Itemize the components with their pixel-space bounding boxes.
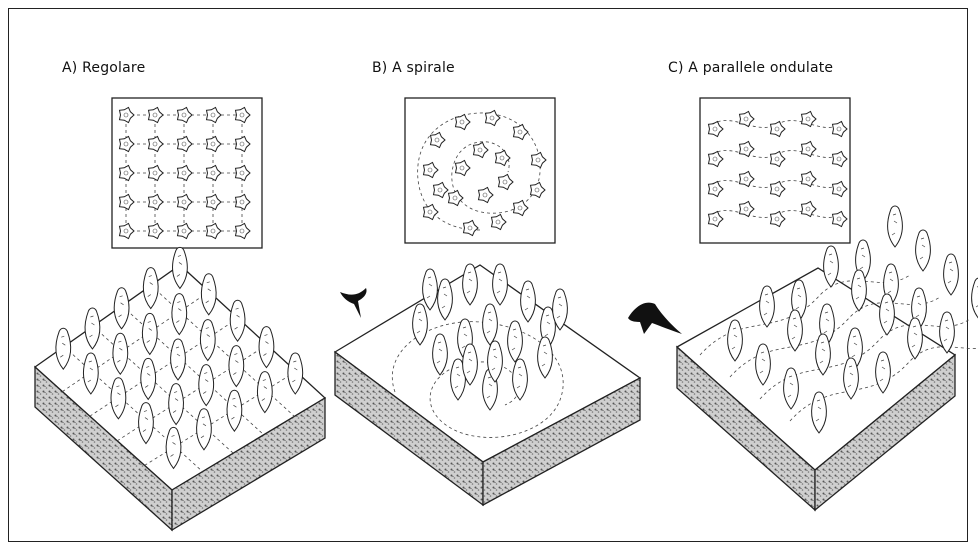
- shrub-icon: [207, 136, 222, 151]
- shrub-icon: [709, 181, 724, 196]
- shrub-icon: [802, 201, 817, 216]
- shrub-icon: [771, 181, 786, 196]
- shrub-icon: [740, 201, 755, 216]
- shrub-icon: [464, 220, 479, 235]
- shrub-icon: [486, 110, 501, 125]
- shrub-icon: [514, 200, 529, 215]
- shrub-icon: [802, 111, 817, 126]
- shrub-icon: [178, 223, 193, 238]
- shrub-icon: [207, 165, 222, 180]
- shrub-icon: [771, 211, 786, 226]
- shrub-icon: [120, 107, 135, 122]
- shrub-icon: [178, 136, 193, 151]
- shrub-icon: [709, 151, 724, 166]
- plan-c-wavy: [709, 111, 848, 226]
- bird-icon: [628, 303, 682, 334]
- shrub-icon: [178, 107, 193, 122]
- shrub-icon: [149, 165, 164, 180]
- shrub-icon: [120, 194, 135, 209]
- shrub-icon: [771, 121, 786, 136]
- shrub-icon: [833, 151, 848, 166]
- shrub-icon: [802, 141, 817, 156]
- shrub-icon: [833, 181, 848, 196]
- shrub-icon: [740, 111, 755, 126]
- tree-icon: [944, 254, 959, 295]
- shrub-icon: [431, 132, 446, 147]
- shrub-icon: [236, 136, 251, 151]
- shrub-icon: [833, 121, 848, 136]
- shrub-icon: [424, 204, 439, 219]
- shrub-icon: [120, 223, 135, 238]
- shrub-icon: [149, 194, 164, 209]
- shrub-icon: [532, 152, 547, 167]
- shrub-icon: [531, 182, 546, 197]
- shrub-icon: [236, 107, 251, 122]
- shrub-icon: [149, 107, 164, 122]
- shrub-icon: [833, 211, 848, 226]
- shrub-icon: [802, 171, 817, 186]
- shrub-icon: [474, 142, 489, 157]
- shrub-icon: [709, 211, 724, 226]
- shrub-icon: [178, 165, 193, 180]
- shrub-icon: [434, 182, 449, 197]
- shrub-icon: [492, 214, 507, 229]
- shrub-icon: [449, 190, 464, 205]
- tree-icon: [916, 230, 931, 271]
- shrub-icon: [236, 194, 251, 209]
- plan-a-grid: [120, 107, 251, 238]
- shrub-icon: [236, 223, 251, 238]
- shrub-icon: [236, 165, 251, 180]
- shrub-icon: [499, 174, 514, 189]
- shrub-icon: [207, 107, 222, 122]
- shrub-icon: [120, 165, 135, 180]
- shrub-icon: [709, 121, 724, 136]
- tree-icon: [888, 206, 903, 247]
- shrub-icon: [456, 160, 471, 175]
- shrub-icon: [496, 150, 511, 165]
- shrub-icon: [120, 136, 135, 151]
- shrub-icon: [207, 223, 222, 238]
- shrub-icon: [207, 194, 222, 209]
- shrub-icon: [514, 124, 529, 139]
- shrub-icon: [740, 171, 755, 186]
- shrub-icon: [149, 223, 164, 238]
- shrub-icon: [456, 114, 471, 129]
- tree-icon: [972, 278, 978, 319]
- bird-icon: [340, 288, 367, 318]
- plan-b-spiral: [418, 110, 546, 235]
- shrub-icon: [740, 141, 755, 156]
- shrub-icon: [424, 162, 439, 177]
- shrub-icon: [178, 194, 193, 209]
- shrub-icon: [149, 136, 164, 151]
- shrub-icon: [479, 187, 494, 202]
- shrub-icon: [771, 151, 786, 166]
